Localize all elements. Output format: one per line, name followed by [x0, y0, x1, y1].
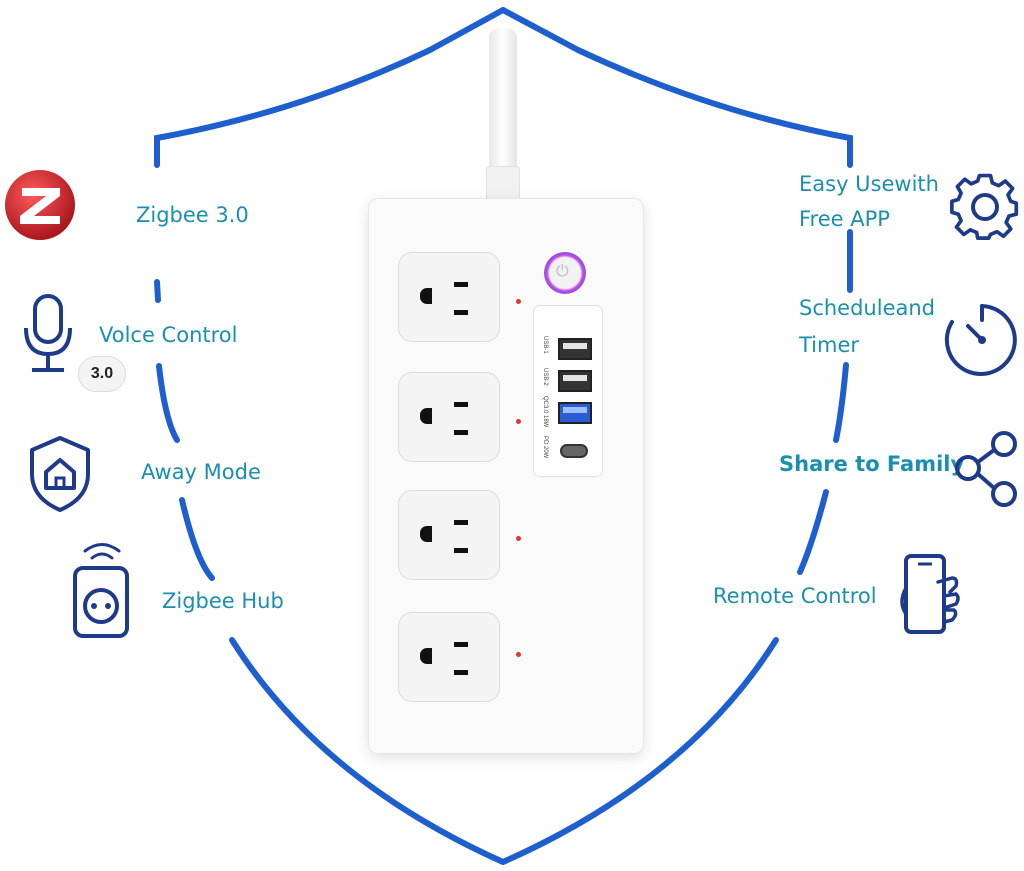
power-strip: ⏻ USB-1 USB-2 QC3.0 18W PD 20W [368, 198, 644, 754]
usb-port-qc [558, 402, 592, 424]
power-button[interactable]: ⏻ [544, 252, 586, 294]
outlet-1 [398, 252, 500, 342]
outlet-3 [398, 490, 500, 580]
power-cord-cap [486, 166, 520, 202]
home-shield-icon [30, 436, 90, 512]
usb-port-2 [558, 370, 592, 392]
timer-icon [944, 304, 1017, 376]
outlet-3-led [516, 536, 521, 541]
feature-label-share-family: Share to Family [779, 452, 965, 476]
gear-icon [950, 173, 1019, 240]
feature-label-away-mode: Away Mode [141, 460, 261, 484]
feature-label-voice-control: Volce Control [99, 323, 238, 347]
usb-port-1-label: USB-1 [542, 336, 548, 354]
outlet-2-led [516, 419, 521, 424]
outlet-1-led [516, 299, 521, 304]
outlet-4-led [516, 652, 521, 657]
usb-c-port-label: PD 20W [542, 436, 548, 459]
phone-hand-icon [900, 554, 960, 634]
smart-plug-icon [73, 543, 129, 638]
feature-label-zigbee-hub: Zigbee Hub [162, 589, 284, 613]
outlet-4 [398, 612, 500, 702]
usb-port-qc-label: QC3.0 18W [542, 396, 548, 428]
outlet-2 [398, 372, 500, 462]
microphone-icon [24, 294, 72, 372]
feature-label-remote-control: Remote Control [713, 584, 877, 608]
usb-port-1 [558, 338, 592, 360]
zigbee-version-badge: 3.0 [78, 356, 126, 392]
feature-label-schedule: Scheduleand [799, 296, 936, 320]
feature-label-easy-use: Easy Usewith [799, 172, 939, 196]
feature-label-timer: Timer [799, 333, 860, 357]
share-icon [955, 431, 1017, 507]
feature-label-free-app: Free APP [799, 207, 890, 231]
usb-panel: USB-1 USB-2 QC3.0 18W PD 20W [534, 306, 602, 476]
usb-port-2-label: USB-2 [542, 368, 548, 386]
feature-label-zigbee: Zigbee 3.0 [136, 203, 249, 227]
power-icon: ⏻ [556, 263, 569, 280]
usb-c-port [560, 444, 588, 458]
zigbee-logo-icon: 3.0 [2, 168, 126, 392]
